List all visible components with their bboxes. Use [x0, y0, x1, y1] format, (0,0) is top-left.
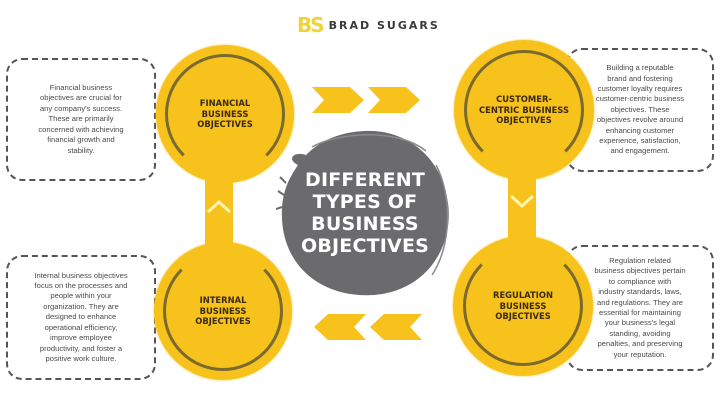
desc-line: business objectives pertain [594, 266, 686, 276]
brand-mark-icon: BS [297, 13, 325, 37]
desc-line: industry standards, laws, [598, 287, 682, 297]
center-title: DIFFERENT TYPES OF BUSINESS OBJECTIVES [276, 125, 454, 300]
desc-line: to compliance with [608, 276, 672, 286]
desc-line: and engagement. [610, 146, 670, 156]
double-chevron-right-icon [312, 87, 420, 113]
financial-ring [165, 54, 285, 174]
label-line: CENTRIC BUSINESS [479, 104, 569, 115]
desc-line: productivity, and foster a [39, 343, 123, 353]
desc-line: objectives are crucial for [40, 93, 122, 103]
brand-logo: BS BRAD SUGARS [297, 14, 440, 36]
label-line: CUSTOMER- [496, 93, 552, 104]
label-line: OBJECTIVES [496, 115, 552, 126]
internal-label: INTERNAL BUSINESS OBJECTIVES [163, 251, 283, 371]
label-line: BUSINESS [201, 108, 249, 119]
desc-line: people within your [50, 291, 112, 301]
title-line: BUSINESS [311, 212, 419, 235]
regulation-label: REGULATION BUSINESS OBJECTIVES [463, 246, 583, 366]
internal-description: Internal business objectives focus on th… [6, 255, 156, 380]
label-line: OBJECTIVES [495, 311, 551, 322]
desc-line: operational efficiency, [44, 322, 118, 332]
brand-name: BRAD SUGARS [328, 18, 440, 32]
desc-line: your reputation. [613, 349, 667, 359]
title-line: OBJECTIVES [300, 234, 430, 257]
desc-line: and regulations. They are [597, 297, 683, 307]
desc-line: These are primarily [48, 114, 114, 124]
desc-line: Regulation related [609, 255, 671, 265]
regulation-description: Regulation related business objectives p… [566, 245, 714, 371]
center-brush-blob [276, 130, 449, 296]
desc-line: improve employee [49, 333, 113, 343]
desc-line: stability. [67, 145, 95, 155]
customer-label: CUSTOMER- CENTRIC BUSINESS OBJECTIVES [459, 50, 589, 170]
desc-line: objectives. These [610, 104, 670, 114]
desc-line: designed to enhance [45, 312, 117, 322]
label-line: FINANCIAL [199, 97, 251, 108]
desc-line: Building a reputable [606, 63, 674, 73]
desc-line: focus on the processes and [34, 281, 128, 291]
desc-line: penalties, and preserving [597, 339, 683, 349]
label-line: OBJECTIVES [197, 119, 253, 130]
desc-line: customer-centric business [595, 94, 685, 104]
title-line: TYPES OF [312, 190, 418, 213]
double-chevron-left-icon [314, 314, 422, 340]
label-line: INTERNAL [199, 294, 247, 305]
financial-description: Financial business objectives are crucia… [6, 58, 156, 181]
label-line: OBJECTIVES [195, 316, 251, 327]
desc-line: your business's legal [604, 318, 676, 328]
desc-line: organization. They are [43, 301, 119, 311]
desc-line: brand and fostering [607, 73, 673, 83]
desc-line: customer loyalty requires [597, 83, 683, 93]
desc-line: positive work culture. [45, 353, 117, 363]
label-line: BUSINESS [499, 300, 547, 311]
title-line: DIFFERENT [304, 168, 426, 191]
desc-line: Internal business objectives [34, 270, 128, 280]
desc-line: essential for maintaining [599, 308, 681, 317]
desc-line: any company's success. [39, 103, 123, 113]
desc-line: financial growth and [47, 135, 115, 145]
chevron-down-icon [509, 194, 535, 209]
desc-line: enhancing customer [605, 125, 675, 135]
chevron-up-icon [206, 199, 232, 214]
desc-line: objectives revolve around [596, 115, 684, 125]
financial-label: FINANCIAL BUSINESS OBJECTIVES [165, 54, 285, 174]
regulation-ring [463, 246, 583, 366]
label-line: REGULATION [493, 289, 553, 300]
label-line: BUSINESS [199, 305, 247, 316]
desc-line: standing, avoiding [609, 328, 671, 338]
customer-ring [464, 50, 584, 170]
internal-ring [163, 251, 283, 371]
desc-line: experience, satisfaction, [599, 136, 681, 146]
desc-line: Financial business [49, 83, 113, 93]
desc-line: concerned with achieving [38, 124, 124, 134]
